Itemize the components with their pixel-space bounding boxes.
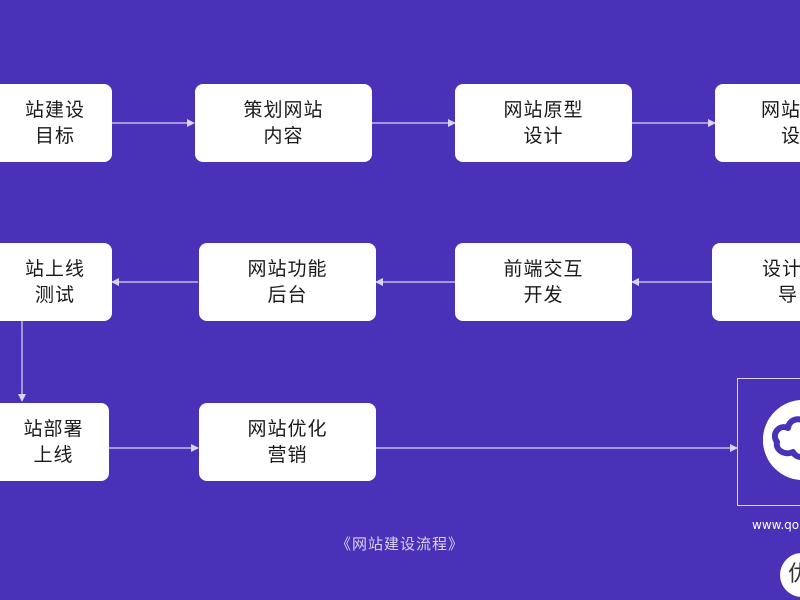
node-optimize-line1: 网站优化 — [247, 418, 328, 440]
node-goal-line1: 站建设 — [24, 99, 85, 121]
node-launch-test-line2: 测试 — [34, 284, 75, 306]
node-launch-test: 站上线 测试 — [0, 243, 112, 321]
node-optimize: 网站优化 营销 — [199, 403, 376, 481]
node-prototype: 网站原型 设计 — [455, 84, 632, 162]
node-backend: 网站功能 后台 — [199, 243, 376, 321]
cloud-logo-icon — [763, 400, 800, 480]
node-prototype-line1: 网站原型 — [503, 99, 584, 121]
node-prototype-line2: 设计 — [523, 125, 564, 147]
node-frontend-line2: 开发 — [523, 284, 564, 306]
node-optimize-line2: 营销 — [267, 444, 308, 466]
node-goal: 站建设 目标 — [0, 84, 112, 162]
corner-badge-glyph: 优 — [788, 562, 800, 587]
node-design-guide: 设计 导 — [712, 243, 800, 321]
node-goal-line2: 目标 — [34, 125, 75, 147]
cloud-logo-shape — [763, 400, 800, 480]
node-deploy-line1: 站部署 — [23, 418, 84, 440]
node-web-design-line2: 设 — [781, 125, 800, 147]
site-url-text: www.qo — [752, 518, 800, 532]
logo-frame — [737, 378, 800, 506]
node-plan-content-line2: 内容 — [263, 125, 304, 147]
diagram-caption: 《网站建设流程》 — [335, 535, 464, 553]
node-backend-line2: 后台 — [267, 284, 308, 306]
node-deploy-line2: 上线 — [33, 444, 74, 466]
node-frontend-line1: 前端交互 — [503, 258, 584, 280]
node-design-guide-line1: 设计 — [762, 258, 800, 280]
node-design-guide-line2: 导 — [778, 284, 799, 306]
node-deploy: 站部署 上线 — [0, 403, 109, 481]
node-web-design-line1: 网站 — [761, 99, 800, 121]
node-backend-line1: 网站功能 — [247, 258, 328, 280]
node-plan-content: 策划网站 内容 — [195, 84, 372, 162]
node-launch-test-line1: 站上线 — [24, 258, 85, 280]
node-plan-content-line1: 策划网站 — [243, 99, 324, 121]
node-frontend: 前端交互 开发 — [455, 243, 632, 321]
corner-badge: 优 — [780, 553, 800, 597]
node-web-design: 网站 设 — [715, 84, 800, 162]
